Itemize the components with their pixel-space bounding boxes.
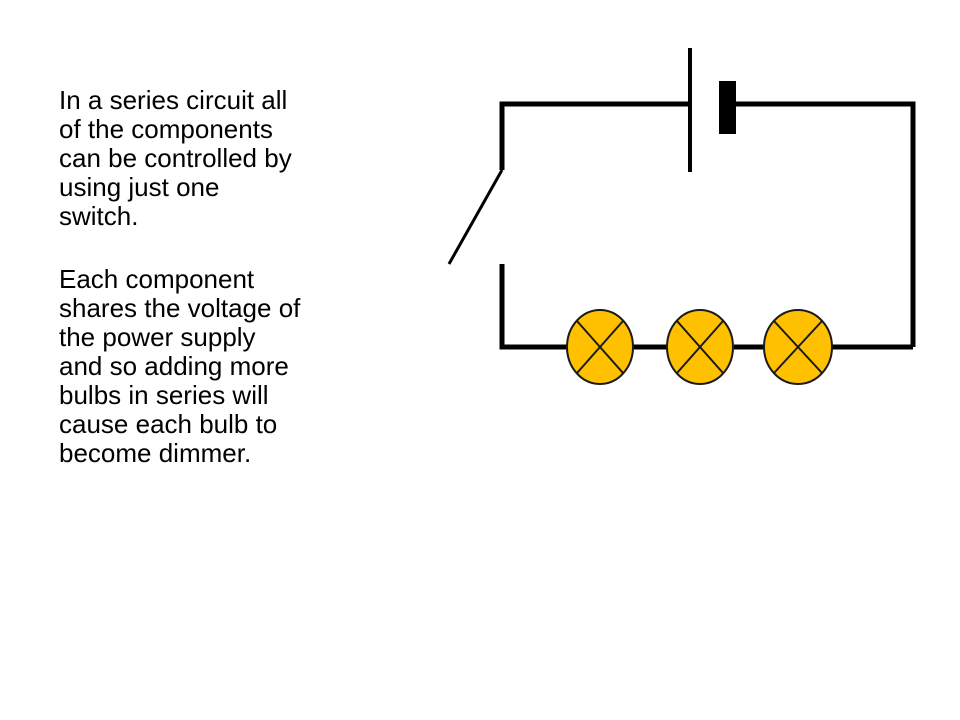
paragraph-series-switch: In a series circuit all of the component… <box>59 85 292 231</box>
bulb-3-cross-b <box>773 320 823 374</box>
bulb-1-cross-b <box>576 320 624 374</box>
cell-short-plate <box>719 81 736 134</box>
bulb-3 <box>763 309 833 385</box>
paragraph-voltage-sharing: Each component shares the voltage of the… <box>59 264 301 468</box>
switch-symbol <box>447 169 504 265</box>
explanation-text: In a series circuit all of the component… <box>59 86 409 502</box>
wire-top-left <box>499 101 689 170</box>
bulb-1 <box>566 309 634 385</box>
wire-top-right <box>736 101 916 347</box>
wire-bottom-left <box>499 264 567 350</box>
circuit-wires <box>499 101 916 350</box>
bulb-2-cross-b <box>676 320 724 374</box>
cell-symbol <box>688 48 736 172</box>
bulb-2 <box>666 309 734 385</box>
switch-open-arm <box>447 169 504 265</box>
